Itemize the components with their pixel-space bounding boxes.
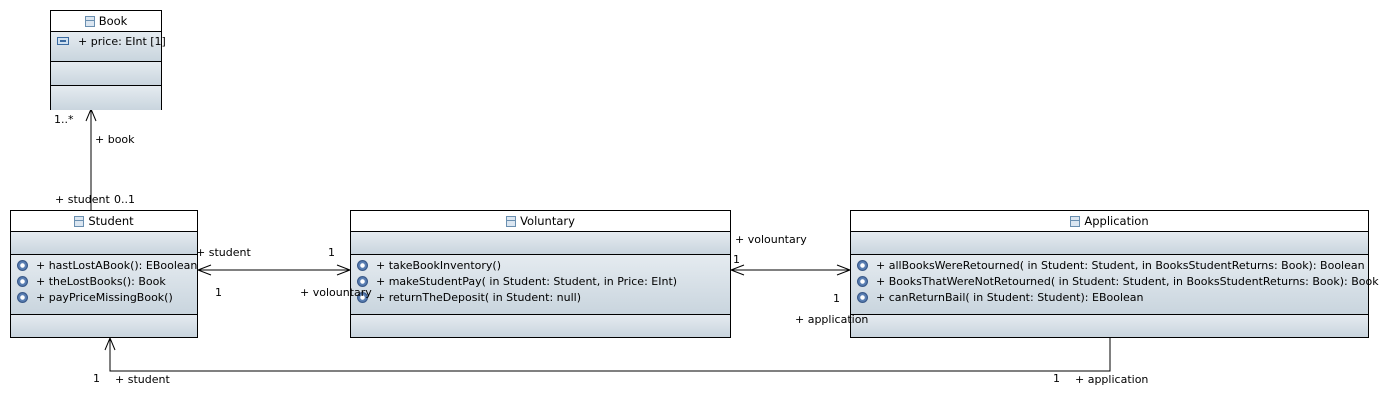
attributes-compartment	[851, 232, 1368, 255]
operation-icon	[357, 292, 368, 303]
class-student-header: Student	[11, 211, 197, 232]
class-icon	[74, 216, 85, 227]
operation-row[interactable]: + takeBookInventory()	[351, 258, 730, 274]
class-application-header: Application	[851, 211, 1368, 232]
attributes-compartment	[11, 232, 197, 255]
attribute-row[interactable]: + price: EInt [1]	[51, 34, 166, 50]
mult-student-top: 0..1	[114, 193, 135, 206]
operation-row[interactable]: + BooksThatWereNotRetourned( in Student:…	[851, 274, 1379, 290]
operation-row[interactable]: + allBooksWereRetourned( in Student: Stu…	[851, 258, 1368, 274]
mult-application-left: 1	[833, 292, 840, 305]
mult-student-left: 1	[215, 286, 222, 299]
class-voluntary-name: Voluntary	[520, 214, 575, 228]
operations-compartment: + takeBookInventory() + makeStudentPay( …	[351, 255, 730, 315]
arrowhead-voluntary-2	[729, 264, 745, 276]
operation-icon	[357, 276, 368, 287]
operation-icon	[17, 292, 28, 303]
class-book[interactable]: Book + price: EInt [1]	[50, 10, 166, 110]
mult-voluntary-left: 1	[328, 246, 335, 259]
class-voluntary[interactable]: Voluntary + takeBookInventory() + makeSt…	[350, 210, 731, 338]
attribute-icon	[57, 37, 69, 45]
operation-row[interactable]: + theLostBooks(): Book	[11, 274, 197, 290]
operations-compartment: + hastLostABook(): EBoolean + theLostBoo…	[11, 255, 197, 315]
class-book-name: Book	[98, 14, 128, 28]
role-volountary-left: + volountary	[300, 286, 372, 299]
class-student-name: Student	[88, 214, 134, 228]
role-book: + book	[95, 133, 135, 146]
class-voluntary-header: Voluntary	[351, 211, 730, 232]
mult-voluntary-right: 1	[733, 253, 740, 266]
assoc-application-student	[109, 338, 1111, 372]
operation-row[interactable]: + payPriceMissingBook()	[11, 290, 197, 306]
extra-compartment	[851, 315, 1368, 337]
operation-row[interactable]: + canReturnBail( in Student: Student): E…	[851, 290, 1368, 306]
attributes-compartment: + price: EInt [1]	[51, 32, 166, 62]
class-icon	[84, 16, 95, 27]
operation-icon	[857, 260, 868, 271]
role-volountary-right: + volountary	[735, 233, 807, 246]
extra-compartment	[351, 315, 730, 337]
extra-compartment	[11, 315, 197, 337]
role-student-left: + student	[196, 246, 251, 259]
arrowhead-student-2	[104, 336, 116, 351]
operations-compartment: + allBooksWereRetourned( in Student: Stu…	[851, 255, 1379, 315]
operation-icon	[857, 276, 868, 287]
attributes-compartment	[351, 232, 730, 255]
role-student-bottom: + student	[115, 373, 170, 386]
role-student-top: + student	[55, 193, 110, 206]
operation-row[interactable]: + returnTheDeposit( in Student: null)	[351, 290, 730, 306]
arrowhead-student	[196, 264, 212, 276]
class-icon	[1070, 216, 1081, 227]
operation-icon	[17, 260, 28, 271]
mult-student-bottom: 1	[93, 372, 100, 385]
operation-icon	[857, 292, 868, 303]
operation-icon	[17, 276, 28, 287]
mult-book: 1..*	[54, 113, 74, 126]
operation-row[interactable]: + makeStudentPay( in Student: Student, i…	[351, 274, 730, 290]
class-book-header: Book	[51, 11, 161, 32]
operation-row[interactable]: + hastLostABook(): EBoolean	[11, 258, 197, 274]
role-application-left: + application	[795, 313, 869, 326]
class-application-name: Application	[1084, 214, 1149, 228]
mult-application-bottom: 1	[1053, 372, 1060, 385]
class-student[interactable]: Student + hastLostABook(): EBoolean + th…	[10, 210, 198, 338]
role-application-bottom: + application	[1075, 373, 1149, 386]
operation-icon	[357, 260, 368, 271]
operations-compartment	[51, 62, 161, 86]
class-application[interactable]: Application + allBooksWereRetourned( in …	[850, 210, 1379, 338]
extra-compartment	[51, 86, 161, 110]
class-icon	[506, 216, 517, 227]
